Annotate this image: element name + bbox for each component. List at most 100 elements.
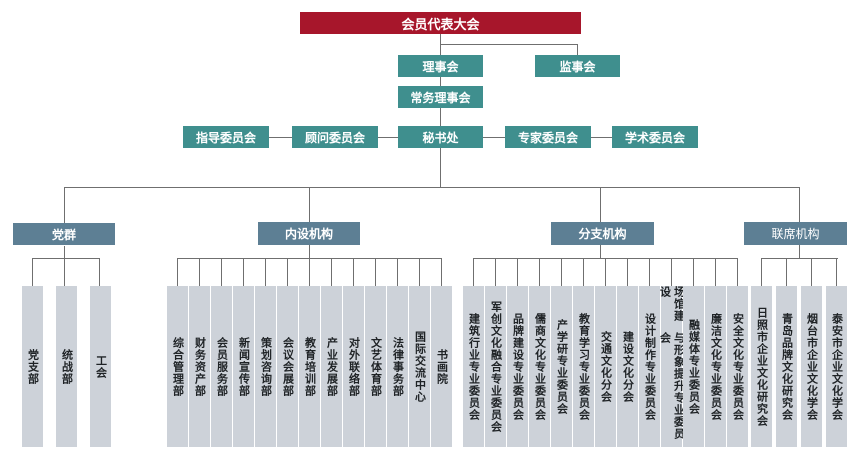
internal-unit-3: 新闻宣传部 — [233, 286, 254, 447]
internal-unit-12: 书画院 — [431, 286, 452, 447]
internal-unit-label: 交流中心 — [413, 354, 427, 403]
internal-unit-label: 宣传部 — [237, 360, 251, 397]
connector — [397, 258, 398, 286]
academic-committee-box: 学术委员会 — [612, 126, 698, 148]
secretariat-box: 秘书处 — [398, 126, 483, 148]
internal-unit-11: 国际交流中心 — [409, 286, 430, 447]
internal-unit-label: 服务部 — [215, 360, 229, 397]
branch-unit-9: 场馆建设与形象提升专业委员会 — [659, 286, 686, 447]
guidance-committee-box: 指导委员会 — [183, 126, 269, 148]
connector — [64, 258, 65, 286]
group-party: 党群 — [13, 223, 115, 245]
connector — [649, 258, 650, 286]
branch-unit-label: 建设专业委员会 — [511, 336, 525, 421]
group-liaison: 联席机构 — [744, 222, 847, 245]
connector — [265, 258, 266, 286]
branch-unit-label: 文化专业委员会 — [533, 336, 547, 421]
connector — [331, 258, 332, 286]
internal-unit-label: 教育 — [303, 336, 317, 361]
branch-unit-label: 学习专业委员会 — [577, 336, 591, 421]
connector — [605, 258, 606, 286]
internal-unit-label: 会展部 — [281, 360, 295, 397]
branch-unit-11: 廉洁文化专业委员会 — [705, 286, 726, 447]
branch-unit-label: 与形象提升专业委员会 — [658, 332, 686, 440]
internal-unit-label: 法律 — [391, 336, 405, 361]
internal-unit-label: 事务部 — [391, 360, 405, 397]
connector — [353, 258, 354, 286]
connector — [99, 258, 100, 286]
internal-unit-label: 综合 — [171, 336, 185, 361]
internal-unit-label: 联络部 — [347, 360, 361, 397]
connector — [539, 258, 540, 286]
branch-unit-label: 文化专业委员会 — [709, 336, 723, 421]
connector — [64, 246, 65, 258]
branch-unit-6: 交通文化分会 — [595, 286, 616, 447]
connector — [177, 258, 178, 286]
connector — [761, 258, 762, 286]
internal-unit-label: 对外 — [347, 336, 361, 361]
internal-unit-label: 咨询部 — [259, 360, 273, 397]
council-box: 理事会 — [398, 55, 483, 77]
party-unit-label: 统战部 — [60, 348, 74, 385]
branch-unit-label: 品牌 — [511, 312, 525, 337]
supervisors-box: 监事会 — [535, 55, 620, 77]
internal-unit-label: 体育部 — [369, 360, 383, 397]
liaison-unit-label: 日照市企业文化研究会 — [755, 306, 769, 427]
internal-unit-label: 国际 — [413, 330, 427, 355]
connector — [811, 258, 812, 286]
party-unit-2: 工会 — [90, 286, 111, 447]
connector — [419, 258, 420, 286]
branch-unit-10: 融媒体专业委员会 — [683, 286, 704, 447]
connector — [715, 258, 716, 286]
liaison-unit-label: 烟台市企业文化学会 — [805, 312, 819, 421]
branch-unit-label: 设计 — [643, 312, 657, 337]
branch-unit-label: 文化分会 — [621, 354, 635, 403]
connector — [561, 258, 562, 286]
connector — [32, 258, 100, 259]
member-assembly-box: 会员代表大会 — [300, 12, 581, 34]
party-unit-0: 党支部 — [22, 286, 43, 447]
internal-unit-label: 策划 — [259, 336, 273, 361]
internal-unit-1: 财务资产部 — [189, 286, 210, 447]
liaison-unit-1: 青岛品牌文化研究会 — [776, 286, 797, 447]
branch-unit-label: 廉洁 — [709, 312, 723, 337]
connector — [600, 245, 601, 259]
liaison-unit-3: 泰安市企业文化学会 — [826, 286, 847, 447]
connector — [517, 258, 518, 286]
party-unit-label: 工会 — [94, 354, 108, 379]
branch-unit-4: 产学研专业委员会 — [551, 286, 572, 447]
internal-unit-label: 文艺 — [369, 336, 383, 361]
connector — [671, 258, 672, 286]
connector — [799, 187, 800, 222]
party-unit-label: 党支部 — [26, 348, 40, 385]
liaison-unit-0: 日照市企业文化研究会 — [751, 286, 772, 447]
branch-unit-label: 儒商 — [533, 312, 547, 337]
internal-unit-label: 资产部 — [193, 360, 207, 397]
branch-unit-label: 文化分会 — [599, 354, 613, 403]
connector — [786, 258, 787, 286]
branch-unit-label: 文化融合专业委员会 — [489, 324, 503, 433]
internal-unit-label: 发展部 — [325, 360, 339, 397]
connector — [309, 245, 310, 259]
internal-unit-7: 产业发展部 — [321, 286, 342, 447]
internal-unit-label: 培训部 — [303, 360, 317, 397]
connector — [309, 258, 310, 286]
branch-unit-8: 设计制作专业委员会 — [639, 286, 660, 447]
branch-unit-label: 专业委员会 — [555, 354, 569, 415]
connector — [495, 258, 496, 286]
connector — [737, 258, 738, 286]
connector — [199, 258, 200, 286]
branch-unit-label: 融媒体 — [687, 318, 701, 355]
advisory-committee-box: 顾问委员会 — [292, 126, 378, 148]
connector — [577, 44, 578, 55]
connector — [600, 187, 601, 222]
group-internal: 内设机构 — [258, 222, 360, 245]
connector — [693, 258, 694, 286]
connector — [762, 258, 838, 259]
branch-unit-label: 产学研 — [555, 318, 569, 355]
branch-unit-2: 品牌建设专业委员会 — [507, 286, 528, 447]
internal-unit-10: 法律事务部 — [387, 286, 408, 447]
branch-unit-5: 教育学习专业委员会 — [573, 286, 594, 447]
connector — [441, 44, 578, 45]
